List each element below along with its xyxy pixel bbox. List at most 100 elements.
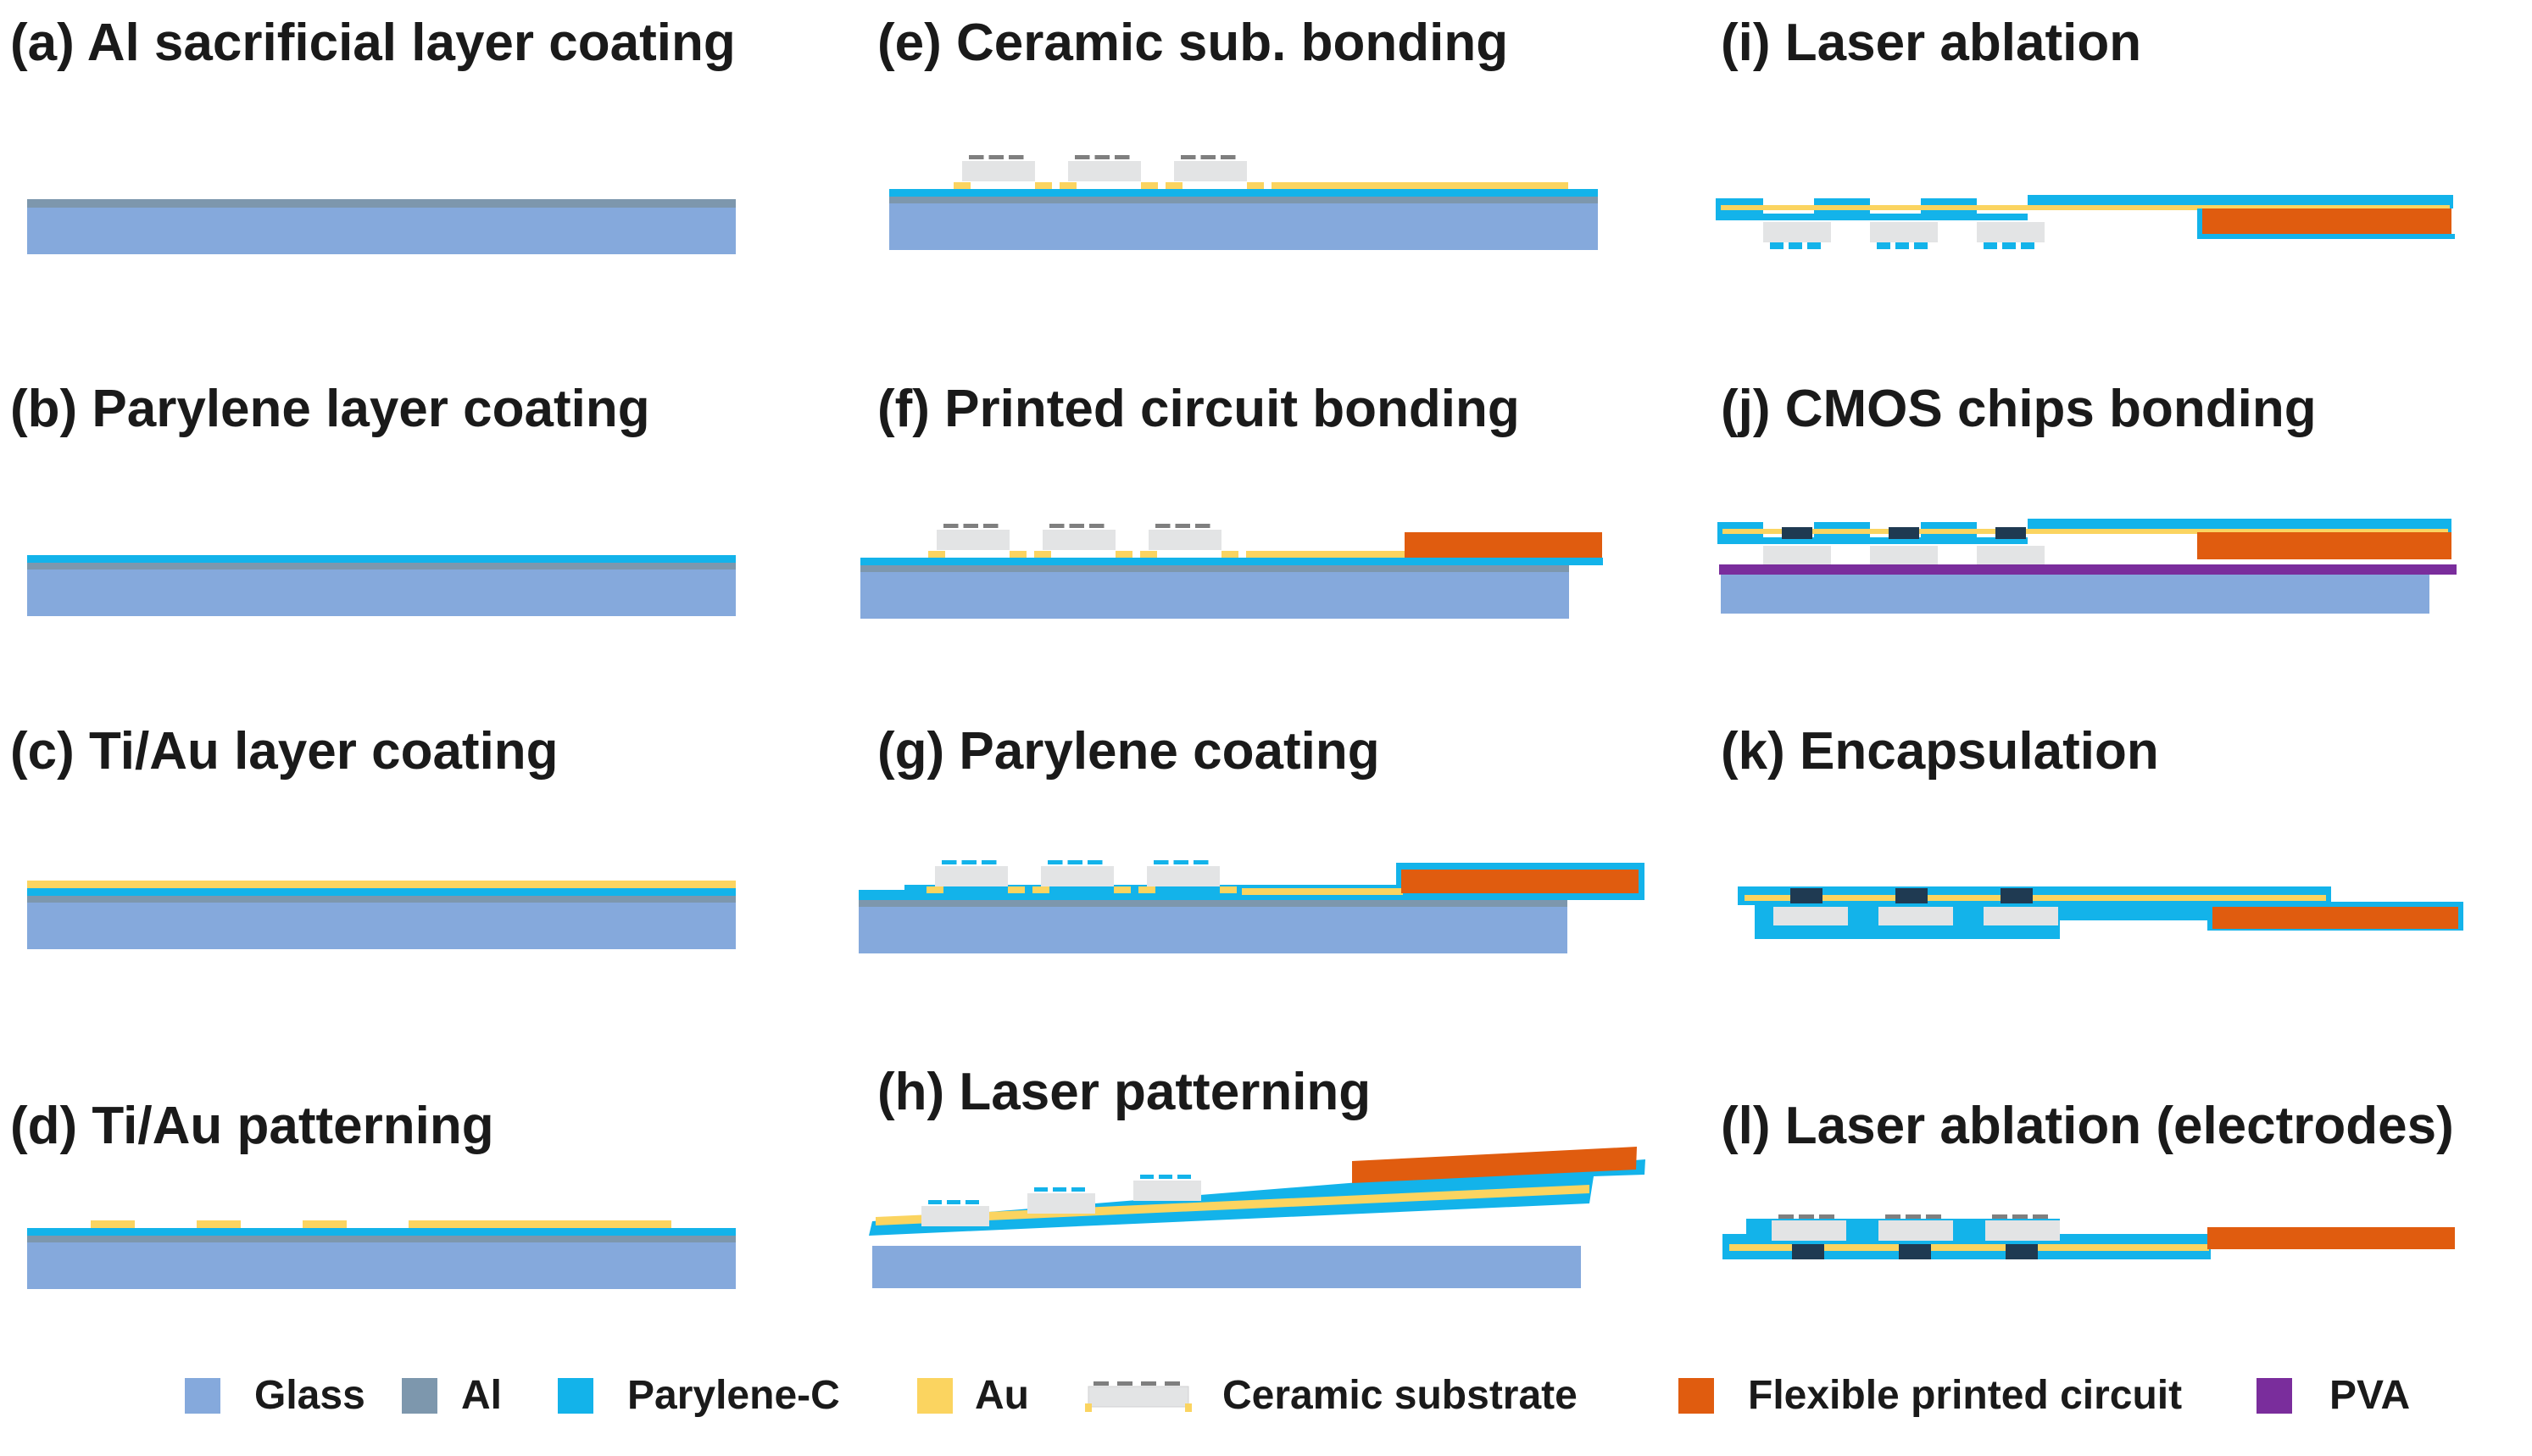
ceramic-substrate (937, 530, 1010, 550)
electrode-pad (1770, 242, 1784, 249)
electrode-pad (1984, 242, 1997, 249)
ceramic-substrate (1043, 530, 1116, 550)
au-trace (1722, 529, 2448, 534)
cmos-chip (1792, 1244, 1824, 1259)
parylene-layer (27, 1228, 736, 1236)
au-trace (1008, 886, 1025, 893)
ceramic-pad (1053, 1187, 1066, 1192)
au-trace (303, 1220, 347, 1228)
ceramic-pad (1094, 155, 1110, 159)
ceramic-pad (1155, 524, 1171, 528)
parylene-edge (2197, 208, 2455, 239)
glass-substrate (872, 1246, 1581, 1288)
ceramic-pad (928, 1200, 942, 1204)
ceramic-substrate (1174, 161, 1247, 181)
panel-title: (h) Laser patterning (877, 1063, 1372, 1121)
flexible-printed-circuit (2197, 532, 2451, 559)
au-trace (197, 1220, 241, 1228)
ceramic-pad (1088, 860, 1103, 864)
panel-j: (j) CMOS chips bonding (1717, 383, 2532, 739)
panel-title: (f) Printed circuit bonding (877, 380, 1520, 438)
ceramic-pad (1799, 1214, 1814, 1219)
ceramic-pad (1175, 524, 1190, 528)
diagram-k (1738, 886, 2463, 939)
panel-g: (g) Parylene coating (859, 725, 1717, 1081)
ceramic-pad (969, 155, 984, 159)
diagram-b (27, 555, 736, 616)
flexible-printed-circuit (2197, 208, 2451, 236)
au-trace (1220, 886, 1237, 893)
ceramic-substrate (1133, 1181, 1201, 1201)
diagram-e (889, 155, 1598, 250)
ceramic-pad (1194, 860, 1209, 864)
au-trace (1035, 182, 1052, 189)
ceramic-pad (1177, 1175, 1191, 1179)
ceramic-pad (1067, 860, 1082, 864)
ceramic-pad (1819, 1214, 1834, 1219)
parylene-layer (889, 189, 1598, 197)
electrode-pad (1877, 242, 1890, 249)
au-trace (91, 1220, 135, 1228)
diagram-a (27, 199, 736, 254)
legend-label: Al (461, 1373, 502, 1418)
legend-label: Ceramic substrate (1222, 1373, 1578, 1418)
panel-title: (d) Ti/Au patterning (10, 1097, 494, 1155)
ceramic-pad (961, 860, 977, 864)
ceramic-pad (988, 155, 1004, 159)
panel-k: (k) Encapsulation (1721, 725, 2532, 1081)
au-trace (1745, 895, 2326, 901)
ceramic-pad (1154, 860, 1169, 864)
ceramic-substrate (921, 1206, 989, 1226)
ceramic-pad (1140, 1175, 1154, 1179)
au-trace (1221, 551, 1238, 558)
au-trace (1060, 182, 1077, 189)
ceramic-pad (947, 1200, 960, 1204)
flexible-printed-circuit (1352, 1147, 1637, 1183)
glass-substrate (27, 903, 736, 949)
panel-h: (h) Laser patterning (869, 1063, 1717, 1422)
au-trace (1034, 551, 1051, 558)
ceramic-substrate (1772, 1220, 1846, 1241)
au-trace (1138, 886, 1155, 893)
ceramic-pad (1089, 524, 1105, 528)
panel-title: (l) Laser ablation (electrodes) (1721, 1097, 2454, 1155)
glass-substrate (1721, 575, 2429, 614)
electrode-pad (2021, 242, 2034, 249)
au-trace (927, 886, 943, 893)
ceramic-substrate (1870, 222, 1938, 242)
glass-substrate (860, 572, 1569, 619)
legend-label: Au (975, 1373, 1029, 1418)
cmos-chip (1889, 527, 1919, 539)
parylene-layer (27, 888, 736, 896)
ceramic-substrate (1027, 1193, 1095, 1214)
panel-title: (a) Al sacrificial layer coating (10, 14, 736, 72)
diagram-f (860, 524, 1603, 619)
glass-swatch (185, 1378, 220, 1414)
ceramic-pad (1075, 155, 1090, 159)
ceramic-pad (965, 1200, 979, 1204)
parylene-layer (27, 555, 736, 563)
legend: Glass Al Parylene-C Au Ceramic substrate… (0, 1364, 2532, 1424)
ceramic-substrate (1763, 546, 1831, 564)
au-trace (1729, 1244, 2209, 1251)
ceramic-pad (1221, 155, 1236, 159)
panel-c: (c) Ti/Au layer coating (10, 725, 849, 1081)
au-trace (1010, 551, 1027, 558)
ceramic-pad (1778, 1214, 1794, 1219)
au-trace (876, 1185, 1589, 1225)
ceramic-substrate (1773, 907, 1848, 925)
pva-layer (1719, 564, 2457, 575)
panel-i: (i) Laser ablation (1716, 17, 2532, 373)
fpc-swatch (1678, 1378, 1714, 1414)
ceramic-substrate (1763, 222, 1831, 242)
glass-substrate (27, 570, 736, 616)
ceramic-substrate (1977, 222, 2045, 242)
al-layer (27, 1236, 736, 1242)
ceramic-pad (963, 524, 978, 528)
cmos-chip (2006, 1244, 2038, 1259)
cmos-chip (2001, 888, 2033, 903)
panel-title: (c) Ti/Au layer coating (10, 722, 559, 781)
glass-substrate (27, 208, 736, 254)
cmos-chip (1782, 527, 1812, 539)
al-layer (27, 896, 736, 903)
